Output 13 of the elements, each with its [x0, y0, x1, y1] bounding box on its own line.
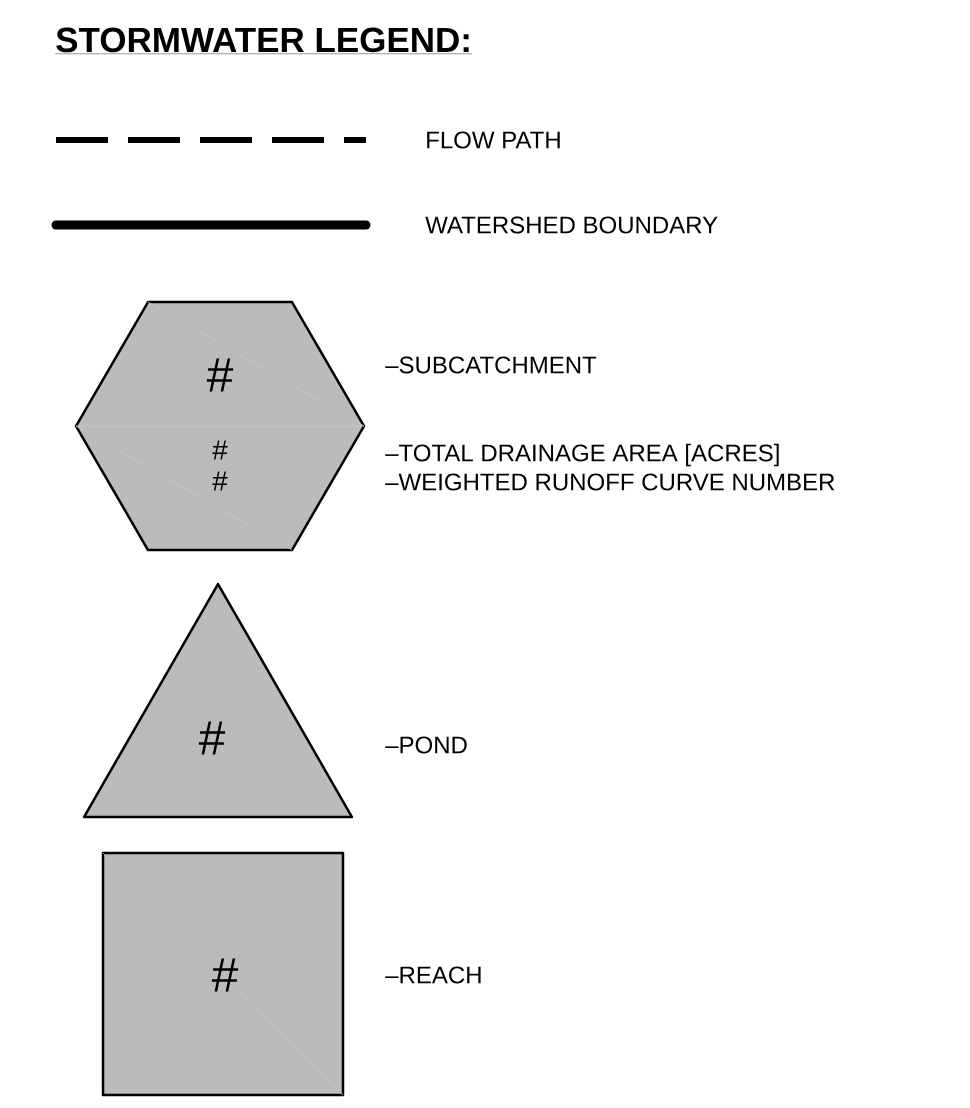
legend-text: FLOW PATH [427, 131, 560, 149]
placeholder-text: # [212, 471, 228, 491]
placeholder-text: # [211, 958, 239, 992]
placeholder-text: # [206, 358, 234, 392]
placeholder-text: # [212, 440, 228, 460]
symbol-label: –TOTAL DRAINAGE AREA [ACRES] [385, 443, 779, 467]
legend-text: WATERSHED BOUNDARY [425, 216, 718, 234]
symbol-label: –REACH [385, 966, 481, 984]
symbol-label: –POND [385, 736, 467, 754]
placeholder-text: # [198, 721, 226, 755]
legend-title: STORMWATER LEGEND: [55, 27, 473, 54]
symbol-label: –SUBCATCHMENT [385, 356, 597, 374]
symbol-label: –WEIGHTED RUNOFF CURVE NUMBER [385, 473, 835, 491]
